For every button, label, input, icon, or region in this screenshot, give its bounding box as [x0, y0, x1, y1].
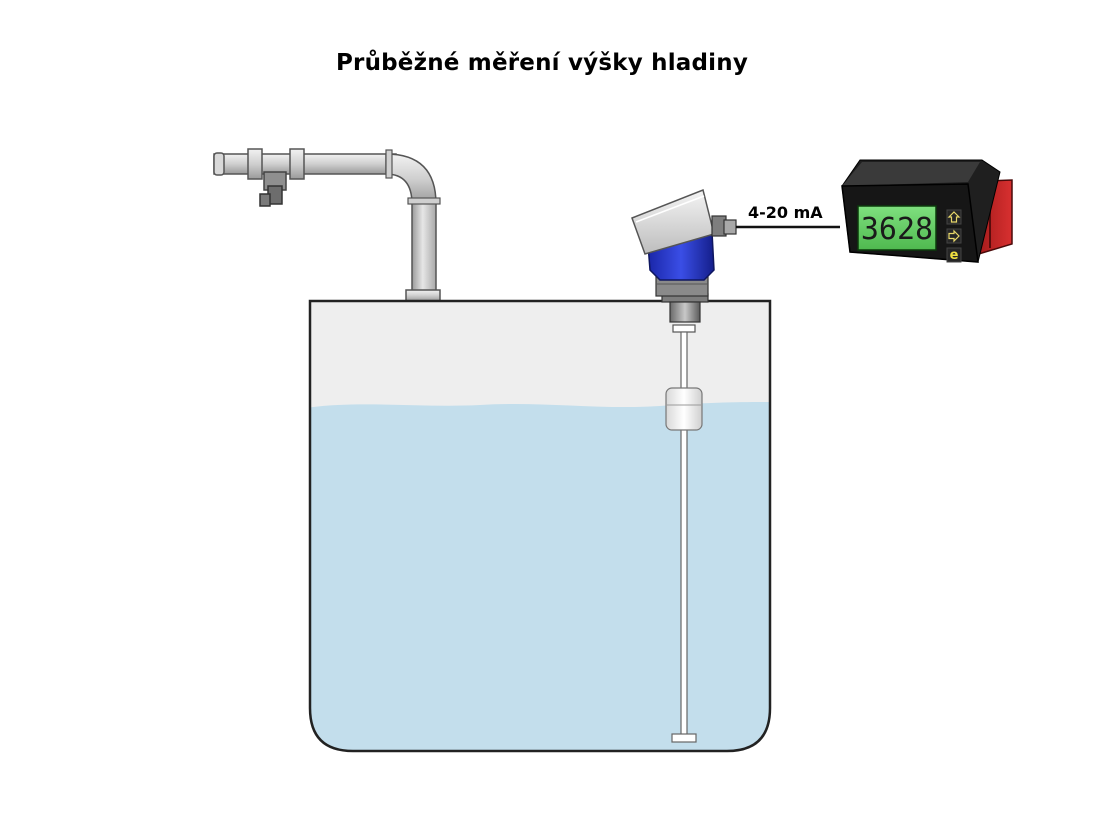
inlet-pipe: [213, 148, 441, 302]
float-level-probe: [661, 293, 709, 743]
tank: [308, 299, 772, 753]
arrow-up-icon: [947, 211, 961, 223]
display-key-e[interactable]: e: [946, 247, 962, 263]
page-title: Průběžné měření výšky hladiny: [335, 50, 749, 76]
panel-display: 3628 e: [841, 159, 1013, 263]
key-e-label: e: [950, 248, 959, 263]
arrow-right-icon: [948, 229, 960, 243]
liquid: [310, 402, 770, 751]
display-reading: 3628: [861, 212, 933, 247]
display-key-up[interactable]: [946, 209, 962, 225]
float: [665, 387, 703, 431]
display-key-right[interactable]: [946, 228, 962, 244]
signal-label: 4-20 mA: [748, 203, 823, 222]
transmitter-head: [631, 188, 737, 297]
display-screen: [857, 205, 937, 251]
